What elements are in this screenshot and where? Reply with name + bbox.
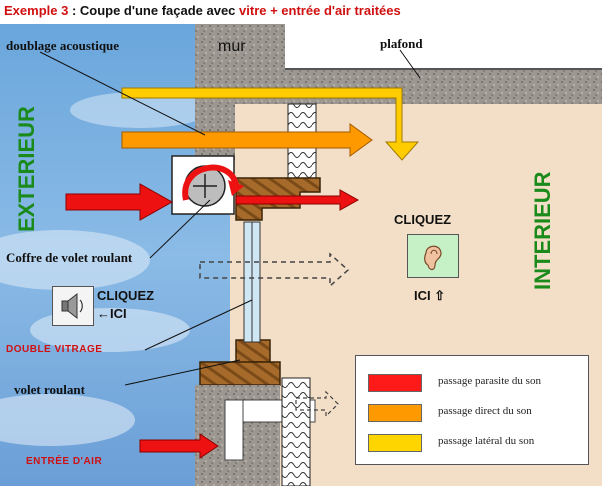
page-title: Exemple 3 : Coupe d'une façade avec vitr… [4,3,401,18]
ear-button-label-top: CLIQUEZ [394,212,452,227]
label-volet: volet roulant [14,382,85,397]
parasite-arrow-interior [235,189,360,211]
title-middle: : Coupe d'une façade avec [68,3,240,18]
direct-sound-arrow [121,123,373,157]
legend-label: passage direct du son [438,405,532,417]
wall-column [195,100,235,160]
legend-swatch [368,404,422,422]
air-inlet-vertical [224,399,244,461]
speaker-button-label-top: CLIQUEZ [97,288,155,303]
legend-label: passage latéral du son [438,435,535,447]
parasite-arrow-exterior [65,183,174,221]
label-entree-air: ENTRÉE D'AIR [26,456,103,467]
title-prefix: Exemple 3 [4,3,69,18]
arrow-up-icon: ⇧ [434,288,446,303]
legend-item-parasite: passage parasite du son [368,374,583,392]
speaker-button[interactable] [52,286,94,326]
legend-swatch [368,374,422,392]
ear-button[interactable] [407,234,459,278]
label-doublage: doublage acoustique [6,38,120,53]
legend-item-lateral: passage latéral du son [368,434,583,452]
label-coffre: Coffre de volet roulant [6,250,133,265]
dashed-arrow [199,252,350,288]
label-plafond: plafond [380,36,423,51]
label-interieur: INTERIEUR [530,171,555,290]
label-exterieur: EXTERIEUR [14,106,39,232]
legend-swatch [368,434,422,452]
arrow-left-icon: ← [97,306,110,321]
speaker-icon [61,292,83,320]
legend-label: passage parasite du son [438,375,541,387]
lateral-sound-arrow [121,87,420,161]
title-highlight: vitre + entrée d'air traitées [239,3,401,18]
ear-button-label-bottom: ICI ⇧ [414,288,445,304]
legend: passage parasite du son passage direct d… [355,355,589,465]
label-mur: mur [218,38,246,55]
legend-item-direct: passage direct du son [368,404,583,422]
wall-top [195,24,285,70]
acoustic-lining-lower [281,377,311,486]
speaker-button-label-bottom: ←ICI [97,306,127,321]
speaker-button-ici: ICI [110,306,127,321]
parasite-loop-arrow [182,164,239,201]
label-double-vitrage: DOUBLE VITRAGE [6,344,103,355]
ear-button-ici: ICI [414,288,431,303]
window-sill [199,361,281,386]
parasite-arrow-air-inlet [139,433,219,459]
ear-icon [424,245,442,271]
